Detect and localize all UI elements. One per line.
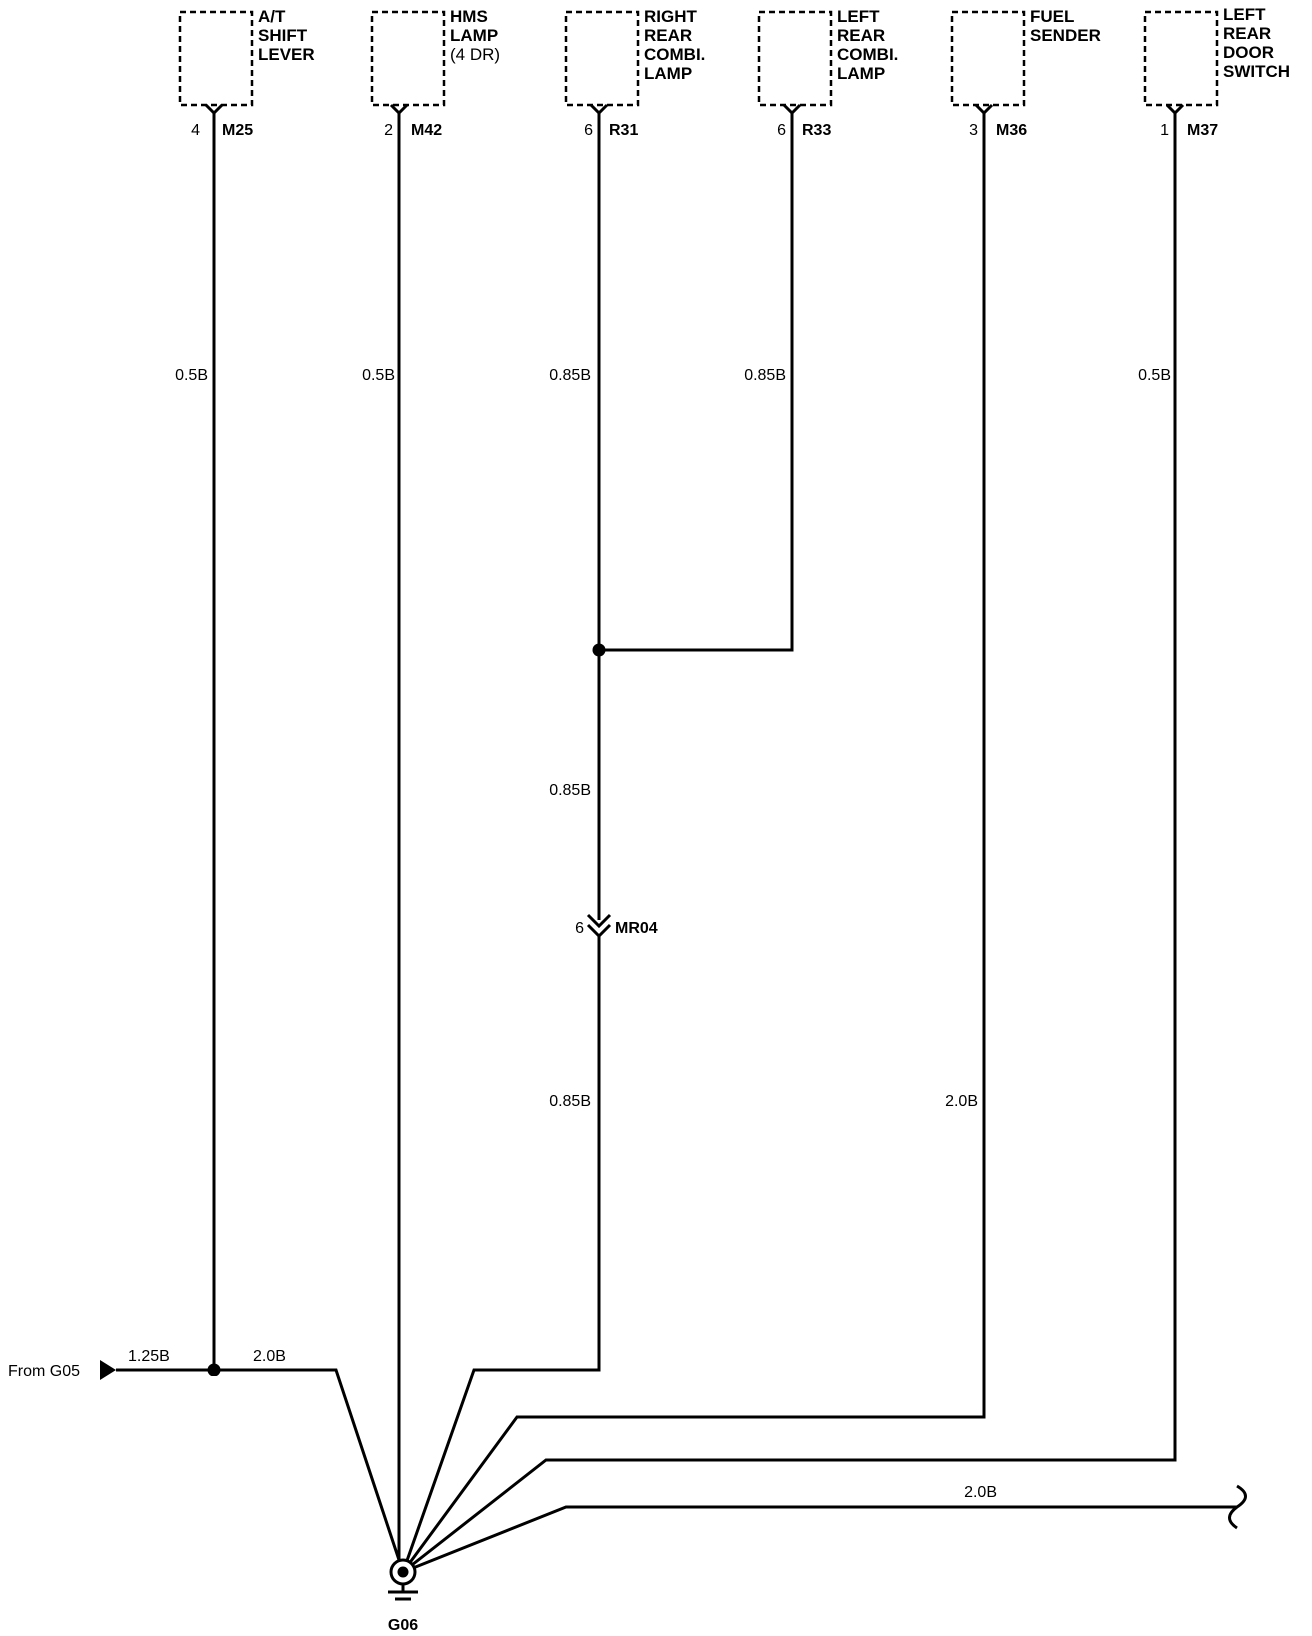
component-label-line: LAMP — [837, 64, 885, 83]
connector-mr04: 6 MR04 — [575, 913, 658, 939]
wire-size-label: 0.85B — [744, 367, 786, 384]
from-label: From G05 — [8, 1363, 80, 1380]
component-label-line: HMS — [450, 7, 488, 26]
component-left-rear-combi-lamp: LEFT REAR COMBI. LAMP 6 R33 — [757, 7, 898, 139]
wire-continuation: 2.0B — [402, 1484, 1247, 1574]
pin-number: 6 — [777, 122, 786, 139]
component-label-line: DOOR — [1223, 43, 1274, 62]
arrow-icon — [100, 1360, 116, 1380]
component-label-line: REAR — [837, 26, 885, 45]
component-fuel-sender: FUEL SENDER 3 M36 — [950, 7, 1101, 139]
component-label-line: LAMP — [644, 64, 692, 83]
component-label-line: LAMP — [450, 26, 498, 45]
component-box — [564, 10, 640, 107]
component-label-line: LEFT — [837, 7, 880, 26]
connector-id: M42 — [411, 122, 442, 139]
wire-size-label: 0.5B — [362, 367, 395, 384]
component-left-rear-door-switch: LEFT REAR DOOR SWITCH 1 M37 — [1143, 5, 1290, 139]
pin-number: 6 — [584, 122, 593, 139]
component-label-line: LEFT — [1223, 5, 1266, 24]
pin-number: 1 — [1160, 122, 1169, 139]
pin-number: 4 — [191, 122, 200, 139]
component-box — [1143, 10, 1219, 107]
connector-id: M25 — [222, 122, 253, 139]
wire-combined-upper: 0.85B — [549, 650, 601, 920]
wire-to-ground: 2.0B — [214, 1348, 405, 1573]
wire-size-label: 1.25B — [128, 1348, 170, 1365]
wire-size-label: 0.5B — [175, 367, 208, 384]
component-box — [950, 10, 1026, 107]
connector-id: MR04 — [615, 920, 658, 937]
wire-left-rear-combi-lamp: 0.85B — [599, 113, 794, 652]
wire-break-symbol — [1228, 1484, 1247, 1530]
wire-from-g05: From G05 1.25B — [8, 1348, 214, 1380]
ground-g06: G06 — [388, 1558, 418, 1634]
wire-size-label: 0.85B — [549, 782, 591, 799]
wire-size-label: 0.85B — [549, 1093, 591, 1110]
wire-fuel-sender: 2.0B — [401, 113, 986, 1573]
connector-id: M36 — [996, 122, 1027, 139]
wire-size-label: 2.0B — [964, 1484, 997, 1501]
component-label-line: SHIFT — [258, 26, 308, 45]
component-label-line: RIGHT — [644, 7, 698, 26]
wire-size-label: 0.5B — [1138, 367, 1171, 384]
mask — [390, 1580, 408, 1636]
component-hms-lamp: HMS LAMP (4 DR) 2 M42 — [370, 7, 500, 139]
component-box — [370, 10, 446, 107]
component-label-line: REAR — [1223, 24, 1271, 43]
component-label-line: SWITCH — [1223, 62, 1290, 81]
connector-id: M37 — [1187, 122, 1218, 139]
component-label-line: REAR — [644, 26, 692, 45]
wire-right-rear-combi-lamp: 0.85B — [549, 113, 601, 650]
wire-segment — [401, 113, 986, 1573]
component-label-line: LEVER — [258, 45, 315, 64]
wire-segment — [401, 936, 601, 1573]
ground-id: G06 — [388, 1617, 418, 1634]
connector-terminal — [586, 913, 612, 929]
wire-left-rear-door-switch: 0.5B — [402, 113, 1177, 1574]
ground-terminal-center — [397, 1566, 409, 1578]
mask — [205, 1376, 223, 1636]
pin-number: 2 — [384, 122, 393, 139]
component-label-line: (4 DR) — [450, 45, 500, 64]
component-label-line: SENDER — [1030, 26, 1101, 45]
wire-combined-lower: 0.85B — [401, 936, 601, 1573]
component-label-line: COMBI. — [644, 45, 705, 64]
component-at-shift-lever: A/T SHIFT LEVER 4 M25 — [178, 7, 315, 139]
component-label-line: FUEL — [1030, 7, 1074, 26]
wire-size-label: 0.85B — [549, 367, 591, 384]
wire-segment — [599, 113, 794, 652]
component-box — [178, 10, 254, 107]
wire-segment — [402, 1505, 1237, 1574]
wire-size-label: 2.0B — [253, 1348, 286, 1365]
wire-hms-lamp: 0.5B — [362, 113, 401, 1635]
wire-segment — [402, 113, 1177, 1574]
pin-number: 3 — [969, 122, 978, 139]
component-right-rear-combi-lamp: RIGHT REAR COMBI. LAMP 6 R31 — [564, 7, 705, 139]
component-label-line: COMBI. — [837, 45, 898, 64]
wire-segment — [214, 1368, 405, 1573]
connector-id: R33 — [802, 122, 831, 139]
wire-size-label: 2.0B — [945, 1093, 978, 1110]
pin-number: 6 — [575, 920, 584, 937]
component-box — [757, 10, 833, 107]
connector-terminal — [1165, 103, 1185, 116]
component-label-line: A/T — [258, 7, 286, 26]
connector-id: R31 — [609, 122, 638, 139]
